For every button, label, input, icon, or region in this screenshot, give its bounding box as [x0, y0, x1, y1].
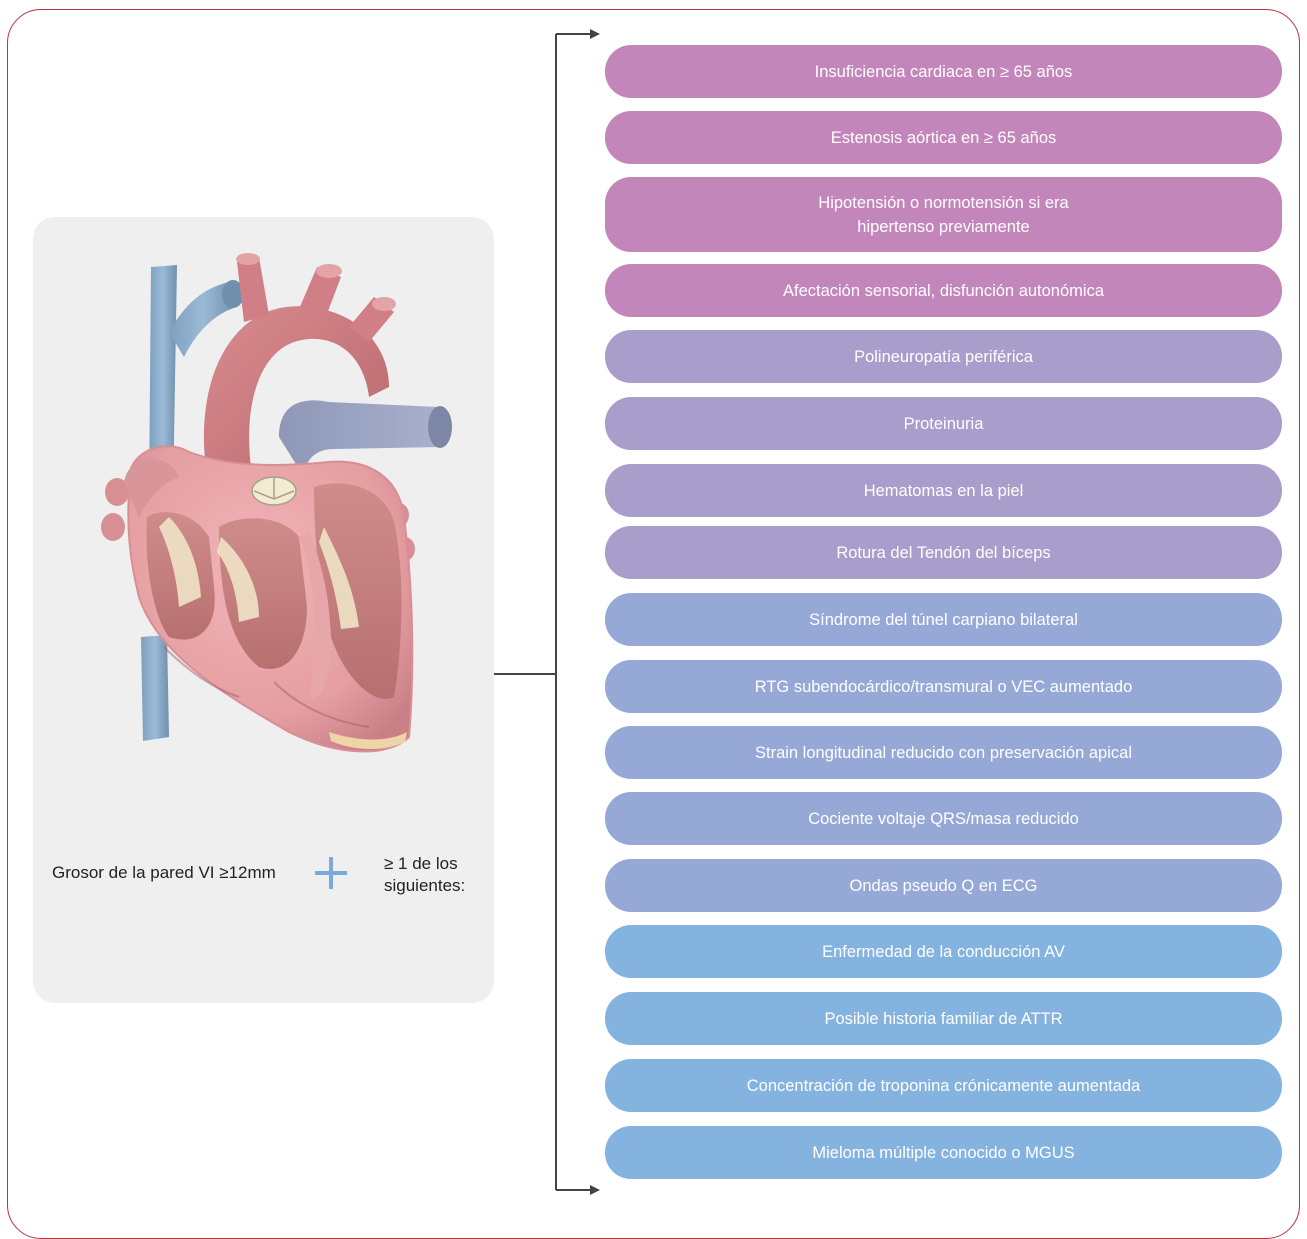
heart-illustration: [69, 237, 469, 777]
criterion-item: Concentración de troponina crónicamente …: [605, 1059, 1282, 1112]
plus-icon: [315, 857, 347, 889]
criterion-item: Hematomas en la piel: [605, 464, 1282, 517]
criterion-item: Cociente voltaje QRS/masa reducido: [605, 792, 1282, 845]
wall-thickness-criterion: Grosor de la pared VI ≥12mm: [52, 863, 276, 883]
criterion-item: Síndrome del túnel carpiano bilateral: [605, 593, 1282, 646]
criterion-item: Proteinuria: [605, 397, 1282, 450]
criterion-item: Hipotensión o normotensión si era hipert…: [605, 177, 1282, 252]
criterion-item: Insuficiencia cardiaca en ≥ 65 años: [605, 45, 1282, 98]
criterion-item: RTG subendocárdico/transmural o VEC aume…: [605, 660, 1282, 713]
criterion-item: Polineuropatía periférica: [605, 330, 1282, 383]
criterion-item: Mieloma múltiple conocido o MGUS: [605, 1126, 1282, 1179]
criterion-item: Strain longitudinal reducido con preserv…: [605, 726, 1282, 779]
criterion-card: Grosor de la pared VI ≥12mm ≥ 1 de los s…: [33, 217, 494, 1003]
criterion-item: Ondas pseudo Q en ECG: [605, 859, 1282, 912]
criterion-item: Estenosis aórtica en ≥ 65 años: [605, 111, 1282, 164]
following-criteria-label: ≥ 1 de los siguientes:: [384, 853, 465, 897]
criterion-item: Afectación sensorial, disfunción autonóm…: [605, 264, 1282, 317]
criterion-item: Enfermedad de la conducción AV: [605, 925, 1282, 978]
criterion-item: Rotura del Tendón del bíceps: [605, 526, 1282, 579]
criterion-item: Posible historia familiar de ATTR: [605, 992, 1282, 1045]
